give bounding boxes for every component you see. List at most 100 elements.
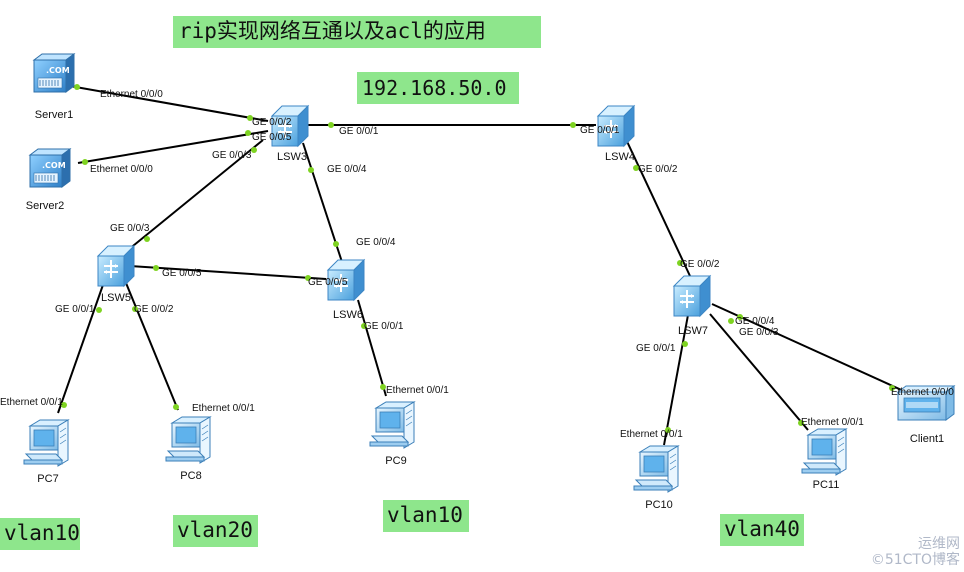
port-label: GE 0/0/5 (162, 268, 202, 279)
port-dot (380, 384, 386, 390)
port-dot (308, 167, 314, 173)
watermark: 运维网 ©51CTO博客 (870, 536, 960, 568)
node-label-pc7: PC7 (37, 473, 58, 485)
port-dot (633, 165, 639, 171)
port-label: Ethernet 0/0/1 (801, 417, 864, 428)
port-label: GE 0/0/2 (134, 304, 174, 315)
port-label: GE 0/0/1 (636, 343, 676, 354)
server-badge: .COM (46, 66, 70, 75)
server-badge: .COM (42, 161, 66, 170)
port-label: GE 0/0/4 (356, 237, 396, 248)
port-label: Ethernet 0/0/0 (90, 164, 153, 175)
port-label: GE 0/0/2 (638, 164, 678, 175)
port-dot (682, 341, 688, 347)
watermark-line2: ©51CTO博客 (870, 551, 960, 568)
port-dot (305, 275, 311, 281)
pc11-computer-icon[interactable] (801, 428, 847, 476)
port-label: Ethernet 0/0/0 (891, 387, 954, 398)
port-label: Ethernet 0/0/0 (100, 89, 163, 100)
link-lsw5-pc8 (125, 282, 179, 411)
port-dot (677, 260, 683, 266)
port-dot (144, 236, 150, 242)
port-labels: Ethernet 0/0/0 Ethernet 0/0/0 GE 0/0/2 G… (0, 89, 954, 440)
port-label: GE 0/0/3 (110, 223, 150, 234)
port-dot (153, 265, 159, 271)
node-label-lsw6: LSW6 (333, 309, 363, 321)
subnet-label: 192.168.50.0 (357, 72, 519, 104)
server1-node[interactable]: .COM (33, 53, 75, 93)
link-server1-lsw3 (69, 85, 269, 122)
lsw7-switch-icon[interactable] (673, 275, 711, 317)
port-dot (74, 84, 80, 90)
pc7-computer-icon[interactable] (23, 419, 69, 467)
diagram-title: rip实现网络互通以及acl的应用 (173, 16, 541, 48)
link-lsw3-lsw5 (127, 139, 264, 251)
port-dot (82, 159, 88, 165)
node-label-lsw4: LSW4 (605, 151, 635, 163)
node-label-client1: Client1 (910, 433, 944, 445)
port-label: GE 0/0/1 (55, 304, 95, 315)
port-label: GE 0/0/2 (252, 117, 292, 128)
link-lsw7-pc10 (663, 314, 689, 446)
port-dot (251, 147, 257, 153)
port-dot (889, 385, 895, 391)
watermark-line1: 运维网 (918, 536, 960, 553)
port-label: Ethernet 0/0/1 (386, 385, 449, 396)
vlan-label: vlan10 (0, 518, 80, 550)
link-lsw4-lsw7 (623, 134, 691, 277)
port-dot (173, 404, 179, 410)
node-label-pc8: PC8 (180, 470, 201, 482)
lsw5-switch-icon[interactable] (97, 245, 135, 287)
links (57, 85, 907, 446)
link-lsw7-client1 (711, 303, 907, 393)
node-label-lsw3: LSW3 (277, 151, 307, 163)
link-lsw5-pc7 (57, 281, 105, 414)
port-label: GE 0/0/5 (252, 132, 292, 143)
node-label-server2: Server2 (26, 200, 65, 212)
port-label: GE 0/0/1 (580, 125, 620, 136)
port-label: GE 0/0/3 (212, 150, 252, 161)
port-dot (737, 314, 743, 320)
port-label: GE 0/0/3 (739, 327, 779, 338)
port-label: GE 0/0/1 (339, 126, 379, 137)
port-label: GE 0/0/1 (364, 321, 404, 332)
pc10-computer-icon[interactable] (633, 445, 679, 493)
pc9-computer-icon[interactable] (369, 401, 415, 449)
port-label: Ethernet 0/0/1 (0, 397, 63, 408)
port-dot (132, 306, 138, 312)
port-label: GE 0/0/4 (735, 316, 775, 327)
port-label: Ethernet 0/0/1 (192, 403, 255, 414)
node-label-lsw7: LSW7 (678, 325, 708, 337)
port-label: GE 0/0/5 (308, 277, 348, 288)
node-label-pc9: PC9 (385, 455, 406, 467)
port-dots (61, 84, 895, 433)
port-dot (328, 122, 334, 128)
node-label-lsw5: LSW5 (101, 292, 131, 304)
link-lsw7-pc11 (709, 313, 809, 431)
port-dot (570, 122, 576, 128)
node-label-server1: Server1 (35, 109, 74, 121)
link-server2-lsw3 (77, 130, 269, 164)
port-label: GE 0/0/4 (327, 164, 367, 175)
node-label-pc10: PC10 (645, 499, 673, 511)
server2-node[interactable]: .COM (29, 148, 71, 188)
port-dot (96, 307, 102, 313)
link-lsw5-lsw6 (129, 265, 327, 280)
port-dot (728, 318, 734, 324)
node-label-pc11: PC11 (813, 479, 840, 491)
vlan-label: vlan20 (173, 515, 258, 547)
vlan-label: vlan40 (720, 514, 804, 546)
port-dot (247, 115, 253, 121)
port-dot (798, 420, 804, 426)
node-labels: Server1 Server2 LSW3 LSW4 LSW5 LSW6 LSW7… (26, 109, 944, 511)
port-dot (361, 323, 367, 329)
port-dot (245, 130, 251, 136)
port-dot (665, 427, 671, 433)
port-label: GE 0/0/2 (680, 259, 720, 270)
port-dot (61, 402, 67, 408)
link-lsw6-pc9 (357, 299, 387, 397)
port-dot (333, 241, 339, 247)
pc8-computer-icon[interactable] (165, 416, 211, 464)
port-label: Ethernet 0/0/1 (620, 429, 683, 440)
